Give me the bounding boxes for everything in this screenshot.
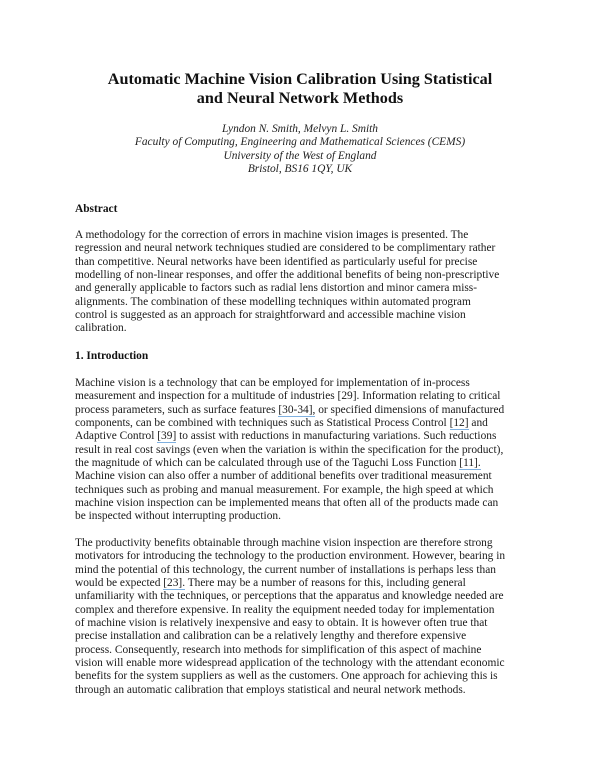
authors: Lyndon N. Smith, Melvyn L. Smith [222,123,378,135]
abstract-heading: Abstract [75,203,118,215]
introduction-heading: 1. Introduction [75,350,149,362]
text-span: to assist with reductions in manufacturi… [176,430,497,443]
citation-link-39[interactable]: [39] [157,430,177,444]
text-line: be inspected without interrupting produc… [75,510,281,523]
abstract-line: than competitive. Neural networks have b… [75,255,478,268]
title-line-2: and Neural Network Methods [196,89,404,107]
abstract-line: regression and neural network techniques… [75,242,496,255]
text-span: the magnitude of which can be calculated… [75,457,460,470]
abstract-line: control is suggested as an approach for … [75,309,466,322]
text-span: process parameters, such as surface feat… [75,403,279,416]
author-block: Lyndon N. Smith, Melvyn L. Smith Faculty… [60,123,540,177]
citation-link-12[interactable]: [12] [449,417,469,431]
text-line: process parameters, such as surface feat… [75,403,535,417]
text-line: would be expected [23]. There may be a n… [75,577,535,591]
paper-title: Automatic Machine Vision Calibration Usi… [60,70,540,108]
text-line: machine vision inspection can be impleme… [75,497,499,510]
text-span: components, can be combined with techniq… [75,417,450,430]
text-line: the magnitude of which can be calculated… [75,457,535,471]
text-line: The productivity benefits obtainable thr… [75,537,493,549]
text-line: process. Consequently, research into met… [75,643,482,656]
text-line: benefits for the system suppliers as wel… [75,670,498,683]
affiliation-address: Bristol, BS16 1QY, UK [247,163,353,176]
introduction-paragraph-2: The productivity benefits obtainable thr… [75,537,535,697]
text-span: There may be a number of reasons for thi… [185,577,466,590]
text-line: motivators for introducing the technolog… [75,550,506,563]
abstract-line: alignments. The combination of these mod… [75,295,471,308]
text-line: Machine vision is a technology that can … [75,377,470,389]
text-line: techniques such as probing and manual me… [75,483,494,496]
text-span: or specified dimensions of manufactured [315,403,505,416]
text-span: Adaptive Control [75,430,158,443]
citation-link-11[interactable]: [11]. [459,457,481,471]
text-line: precise installation and calibration can… [75,630,467,643]
abstract-line: and generally applicable to factors such… [75,282,478,295]
abstract-line: calibration. [75,322,127,335]
citation-link-23[interactable]: [23]. [163,577,186,591]
introduction-paragraph-1: Machine vision is a technology that can … [75,377,535,524]
text-line: result in real cost savings (even when t… [75,443,504,456]
abstract-line: modelling of non-linear responses, and o… [75,269,500,282]
text-line: components, can be combined with techniq… [75,417,535,431]
text-line: through an automatic calibration that em… [75,683,466,696]
text-span: and [468,417,488,430]
text-line: complex and therefore expensive. In real… [75,603,495,616]
text-line: of machine vision is relatively inexpens… [75,617,488,630]
title-line-1: Automatic Machine Vision Calibration Usi… [107,70,493,88]
text-line: unfamiliarity with the techniques, or pe… [75,590,504,603]
affiliation-university: University of the West of England [223,149,377,162]
affiliation-faculty: Faculty of Computing, Engineering and Ma… [134,136,466,149]
text-line: mind the potential of this technology, t… [75,563,496,576]
text-line: measurement and inspection for a multitu… [75,390,501,403]
citation-link-30-34[interactable]: [30-34], [278,403,316,417]
abstract-line: A methodology for the correction of erro… [75,229,469,241]
text-line: Machine vision can also offer a number o… [75,470,492,483]
abstract-body: A methodology for the correction of erro… [75,229,535,336]
text-line: vision will enable more widespread appli… [75,657,505,670]
text-span: would be expected [75,577,164,590]
text-line: Adaptive Control [39] to assist with red… [75,430,535,444]
